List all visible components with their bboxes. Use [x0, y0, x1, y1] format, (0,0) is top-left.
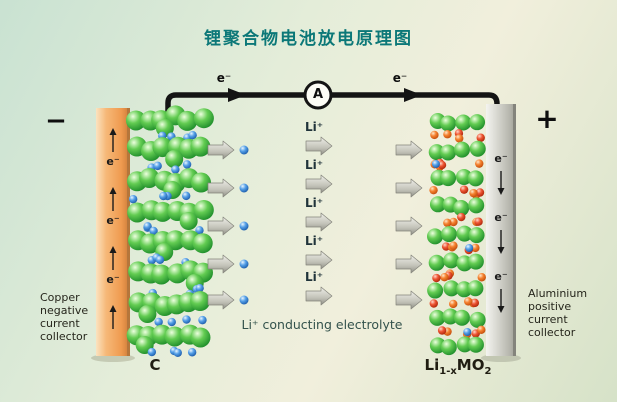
lithium-ion-label-1: Li⁺	[304, 120, 324, 134]
electron-flow-arrow-right	[404, 88, 422, 102]
ion-flow-arrows	[207, 136, 423, 310]
electron-label-wire-left: e⁻	[216, 71, 232, 85]
lithium-ion-label-5: Li⁺	[304, 270, 324, 284]
negative-polarity-sign: −	[45, 106, 67, 136]
copper-electron-label-1: e⁻	[106, 155, 120, 168]
electron-label-wire-right: e⁻	[392, 71, 408, 85]
electrolyte-caption: Li⁺ conducting electrolyte	[241, 317, 403, 332]
ammeter-label: A	[312, 87, 324, 102]
circuit-wire	[165, 92, 500, 116]
electron-flow-arrow-left	[228, 88, 246, 102]
aluminium-electron-label-3: e⁻	[494, 270, 508, 283]
graphite-electrode-label: C	[149, 356, 161, 374]
metal-oxide-electrode-label: Li1-xMO2	[424, 356, 492, 377]
ammeter-icon	[303, 80, 333, 110]
lithium-ion-label-3: Li⁺	[304, 196, 324, 210]
aluminium-electron-label-1: e⁻	[494, 152, 508, 165]
diagram-title: 锂聚合物电池放电原理图	[204, 29, 413, 49]
aluminium-electron-label-2: e⁻	[494, 211, 508, 224]
copper-electron-label-2: e⁻	[106, 214, 120, 227]
positive-polarity-sign: +	[535, 102, 559, 135]
graphite-electrode-spheres	[125, 105, 214, 357]
aluminium-collector-label: Aluminium positive current collector	[528, 287, 588, 339]
collector-electron-arrows	[109, 128, 505, 329]
lithium-ion-label-4: Li⁺	[304, 234, 324, 248]
lithium-ion-label-2: Li⁺	[304, 158, 324, 172]
copper-collector-label: Copper negative current collector	[40, 291, 89, 343]
copper-electron-label-3: e⁻	[106, 273, 120, 286]
metal-oxide-electrode-spheres	[427, 113, 486, 356]
